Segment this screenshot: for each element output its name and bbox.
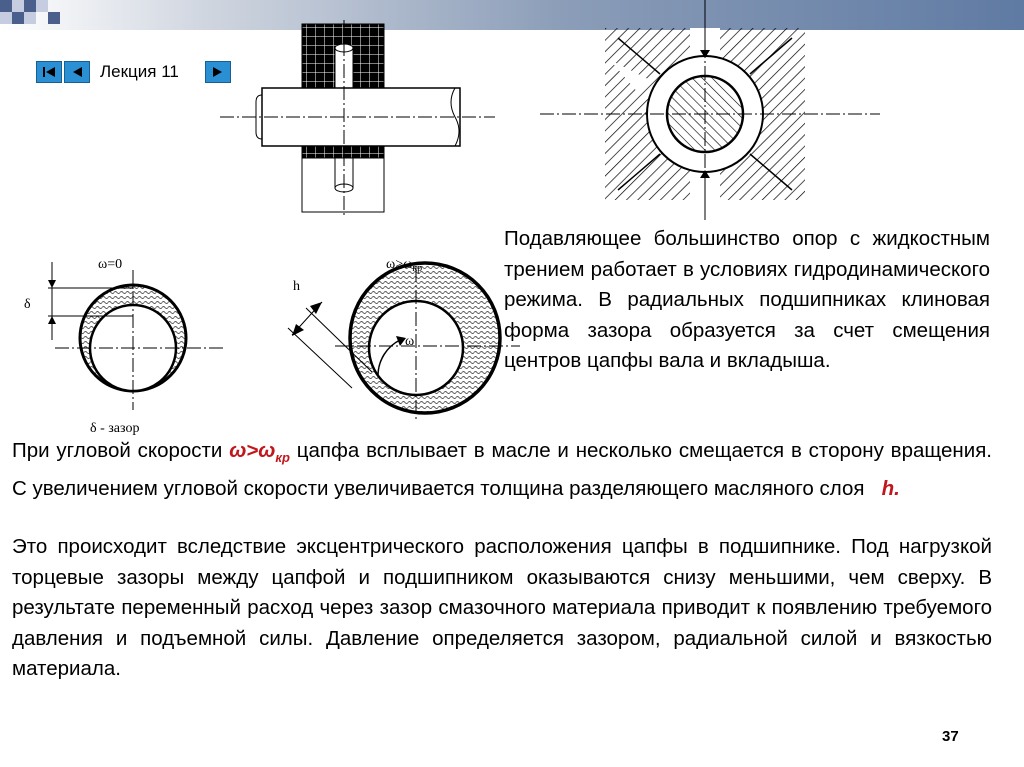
bearing-omega-critical: h ω>ωкр ω bbox=[287, 257, 520, 420]
nav-first-button[interactable] bbox=[36, 61, 62, 83]
decor-square bbox=[0, 12, 12, 24]
shaft-side-view bbox=[220, 20, 495, 218]
triangle-left-icon bbox=[73, 67, 82, 77]
nav-prev-button[interactable] bbox=[64, 61, 90, 83]
decor-square bbox=[12, 12, 24, 24]
decor-square bbox=[0, 0, 12, 12]
lecture-label: Лекция 11 bbox=[100, 62, 179, 81]
bearing-cross-section bbox=[540, 0, 880, 220]
decor-square bbox=[12, 0, 24, 12]
decor-square bbox=[24, 0, 36, 12]
explanation-paragraph: Это происходит вследствие эксцентрическо… bbox=[12, 535, 992, 680]
decor-square bbox=[36, 0, 48, 12]
lecture-nav: Лекция 11 bbox=[36, 60, 231, 84]
page-number: 37 bbox=[942, 728, 959, 745]
h-symbol: h. bbox=[881, 476, 900, 500]
omega-critical-formula: ω>ωкр bbox=[229, 439, 290, 466]
omega-zero-label: ω=0 bbox=[98, 257, 122, 272]
triangle-left-icon bbox=[43, 67, 55, 77]
bearing-omega-zero: ω=0 δ δ - зазор bbox=[24, 257, 225, 436]
decor-square bbox=[48, 12, 60, 24]
delta-label: δ bbox=[24, 297, 31, 312]
h-label: h bbox=[293, 279, 300, 294]
intro-paragraph: Подавляющее большинство опор с жидкостны… bbox=[504, 227, 990, 372]
decor-square bbox=[24, 12, 36, 24]
nav-next-button[interactable] bbox=[204, 61, 231, 83]
rotation-paragraph: При угловой скорости ω>ωкр цапфа всплыва… bbox=[12, 439, 992, 500]
triangle-right-icon bbox=[212, 67, 222, 77]
omega-critical-label: ω>ωкр bbox=[386, 257, 422, 274]
title-bar bbox=[0, 0, 1024, 30]
delta-caption: δ - зазор bbox=[90, 421, 139, 436]
omega-label: ω bbox=[405, 334, 414, 349]
